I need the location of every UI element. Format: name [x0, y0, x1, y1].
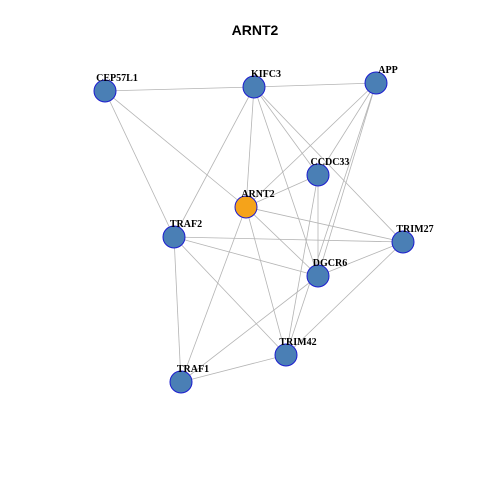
edge-kifc3-ccdc33 [253, 86, 319, 176]
edge-kifc3-arnt2 [245, 86, 255, 208]
node-arnt2 [234, 195, 258, 219]
node-cep57l1 [93, 79, 117, 103]
node-ccdc33 [306, 163, 330, 187]
node-traf2 [162, 225, 186, 249]
edge-arnt2-trim27 [245, 206, 404, 243]
node-traf1 [169, 370, 193, 394]
edge-cep57l1-kifc3 [104, 86, 255, 92]
node-kifc3 [242, 75, 266, 99]
node-trim27 [391, 230, 415, 254]
edge-app-ccdc33 [317, 82, 377, 176]
edge-arnt2-traf1 [180, 206, 247, 383]
node-label-trim27: TRIM27 [396, 224, 433, 235]
diagram-title: ARNT2 [232, 22, 279, 38]
node-label-traf2: TRAF2 [170, 219, 202, 230]
edge-ccdc33-trim42 [285, 174, 319, 356]
node-label-dgcr6: DGCR6 [313, 258, 347, 269]
edge-traf2-traf1 [173, 236, 182, 383]
edge-layer [104, 82, 404, 383]
node-trim42 [274, 343, 298, 367]
edge-dgcr6-traf1 [180, 275, 319, 383]
node-label-cep57l1: CEP57L1 [96, 73, 138, 84]
node-label-ccdc33: CCDC33 [311, 157, 350, 168]
edge-kifc3-dgcr6 [253, 86, 319, 277]
node-label-app: APP [378, 65, 397, 76]
node-dgcr6 [306, 264, 330, 288]
edge-kifc3-app [253, 82, 377, 88]
edge-trim27-dgcr6 [317, 241, 404, 277]
node-label-traf1: TRAF1 [177, 364, 209, 375]
node-label-arnt2: ARNT2 [241, 189, 274, 200]
edge-traf2-dgcr6 [173, 236, 319, 277]
edge-app-dgcr6 [317, 82, 377, 277]
edge-arnt2-trim42 [245, 206, 287, 356]
edge-traf2-trim27 [173, 236, 404, 243]
edge-trim42-traf1 [180, 354, 287, 383]
edge-kifc3-trim27 [253, 86, 404, 243]
edge-app-arnt2 [245, 82, 377, 208]
edge-traf2-trim42 [173, 236, 287, 356]
edge-kifc3-traf2 [173, 86, 255, 238]
node-layer [93, 71, 415, 394]
edge-app-trim42 [285, 82, 377, 356]
node-label-trim42: TRIM42 [279, 337, 316, 348]
node-app [364, 71, 388, 95]
edge-cep57l1-arnt2 [104, 90, 247, 208]
edge-arnt2-ccdc33 [245, 174, 319, 208]
edge-cep57l1-traf2 [104, 90, 175, 238]
edge-arnt2-dgcr6 [245, 206, 319, 277]
node-label-kifc3: KIFC3 [251, 69, 281, 80]
edge-trim27-trim42 [285, 241, 404, 356]
